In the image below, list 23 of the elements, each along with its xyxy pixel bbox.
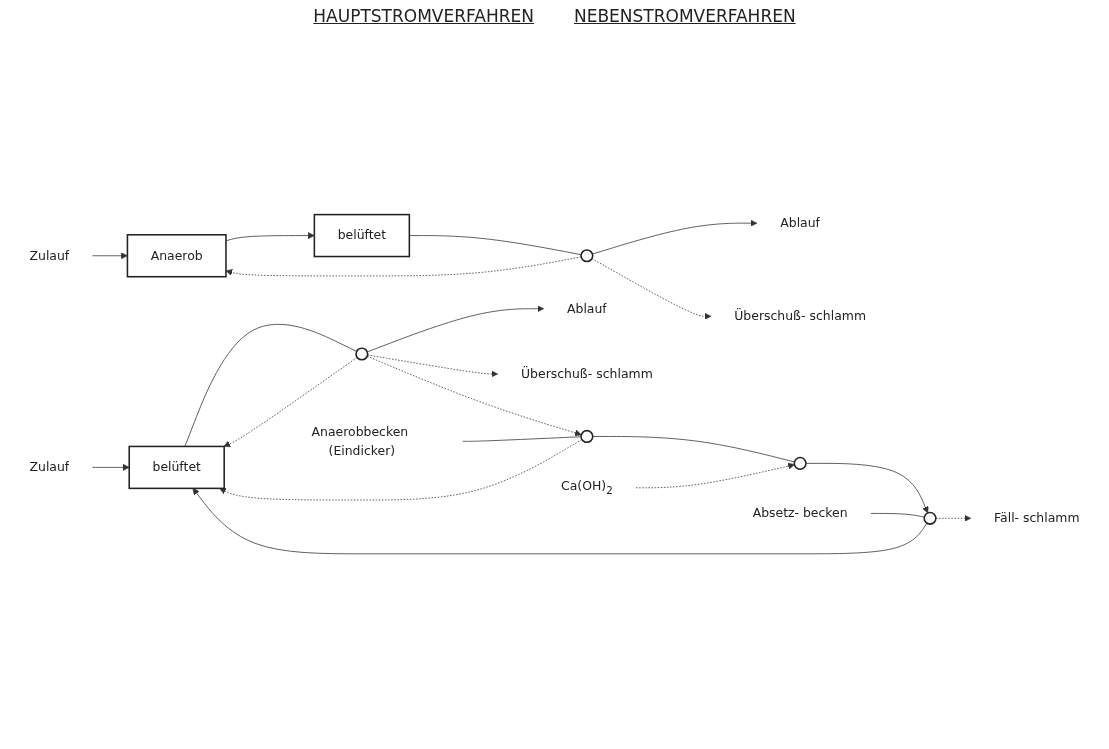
- node-text: Zulauf: [29, 459, 70, 475]
- node-text: Ablauf: [567, 300, 607, 316]
- node-text: Anaerobbecken (Eindicker): [311, 424, 409, 458]
- node-circle: [923, 511, 937, 525]
- section-heading: NEBENSTROMVERFAHREN: [573, 6, 796, 26]
- section-heading: HAUPTSTROMVERFAHREN: [313, 6, 534, 26]
- node-box: belüftet: [313, 213, 411, 258]
- node-text: Absetz- becken: [752, 505, 848, 521]
- node-text: Überschuß- schlamm: [521, 366, 653, 381]
- node-text: Fäll- schlamm: [994, 510, 1080, 526]
- node-circle: [580, 249, 594, 263]
- node-circle: [793, 456, 807, 470]
- node-text: Überschuß- schlamm: [734, 308, 866, 324]
- connector: [592, 436, 795, 463]
- node-circle: [355, 347, 369, 361]
- node-text: Ablauf: [780, 215, 820, 231]
- node-box: belüftet: [128, 445, 225, 490]
- node-text: Ca(OH)$_{2}$: [561, 478, 613, 497]
- node-box: Anaerob: [126, 234, 227, 278]
- node-text: Zulauf: [29, 247, 70, 263]
- connector: [870, 513, 925, 518]
- connector: [462, 436, 582, 442]
- node-circle: [580, 429, 594, 444]
